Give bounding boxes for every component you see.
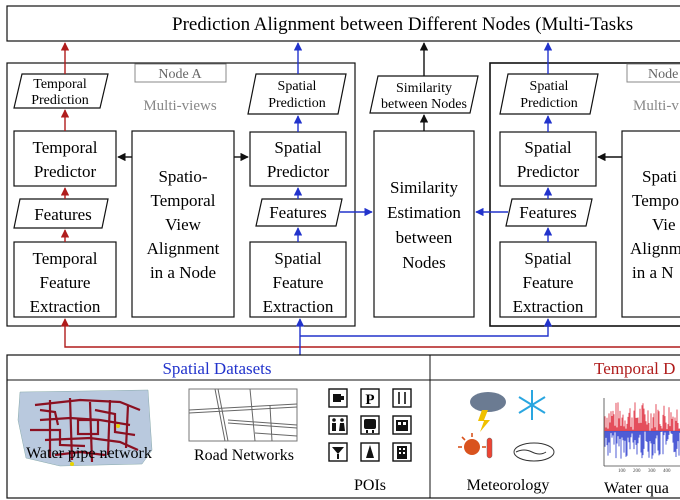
storm-cloud-icon bbox=[470, 392, 506, 432]
road-networks-label: Road Networks bbox=[194, 447, 294, 464]
node-b-spatial-prediction-line1: Spatial bbox=[530, 79, 569, 94]
node-b-view-alignment-box bbox=[621, 130, 680, 318]
building-icon bbox=[397, 446, 407, 459]
temporal-prediction-line2: Prediction bbox=[31, 93, 89, 108]
shop-icon bbox=[396, 420, 408, 431]
water-quality-image: 100 200 300 400 bbox=[603, 398, 680, 474]
spatial-predictor-line2: Predictor bbox=[267, 162, 330, 181]
svg-text:300: 300 bbox=[648, 469, 656, 474]
similarity-column: Similarity between Nodes Similarity Esti… bbox=[369, 75, 479, 318]
temporal-datasets-title: Temporal D bbox=[594, 359, 675, 378]
temporal-predictor-box bbox=[13, 130, 117, 187]
snowflake-icon bbox=[518, 390, 546, 420]
alignment-line3: View bbox=[165, 215, 202, 234]
alignment-line4: Alignment bbox=[147, 239, 220, 258]
node-b-alignment-line4: Alignm bbox=[630, 239, 680, 258]
features-right-text: Features bbox=[269, 203, 327, 222]
similarity-between-line1: Similarity bbox=[396, 81, 452, 96]
arrows-node-a bbox=[60, 42, 508, 242]
bar-icon bbox=[332, 447, 344, 459]
node-b-spatial-predictor-line2: Predictor bbox=[517, 162, 580, 181]
similarity-estimation-box bbox=[373, 130, 475, 318]
data-flow-lines bbox=[60, 318, 680, 360]
water-pipe-network-label: Water pipe network bbox=[26, 445, 152, 462]
spatial-datasets-title: Spatial Datasets bbox=[162, 359, 271, 378]
spatial-prediction-line1: Spatial bbox=[278, 79, 317, 94]
node-b-label: Node bbox=[648, 67, 678, 82]
similarity-between-line2: between Nodes bbox=[381, 97, 467, 112]
spatial-prediction-line2: Prediction bbox=[268, 96, 326, 111]
wind-icon bbox=[513, 442, 555, 462]
spatial-feature-extraction-box bbox=[249, 241, 347, 318]
node-a-panel: Node A Multi-views Temporal Prediction T… bbox=[6, 62, 356, 327]
alignment-line2: Temporal bbox=[151, 191, 216, 210]
similarity-estimation-line2: Estimation bbox=[387, 203, 461, 222]
arrows-node-b bbox=[543, 42, 622, 242]
temporal-extraction-line2: Feature bbox=[40, 273, 91, 292]
node-b-spatial-feature-extraction-box bbox=[499, 241, 597, 318]
temporal-feature-extraction-box bbox=[13, 241, 117, 318]
node-b-spatial-predictor-box bbox=[499, 131, 597, 187]
restroom-icon bbox=[332, 418, 345, 431]
node-b-alignment-line1: Spati bbox=[642, 167, 677, 186]
poi-icon-grid: P bbox=[328, 388, 412, 462]
svg-text:200: 200 bbox=[633, 469, 641, 474]
spatial-extraction-line2: Feature bbox=[273, 273, 324, 292]
alignment-line1: Spatio- bbox=[158, 167, 207, 186]
alignment-line5: in a Node bbox=[150, 263, 216, 282]
node-b-spatial-extraction-line1: Spatial bbox=[524, 249, 571, 268]
spatial-predictor-line1: Spatial bbox=[274, 138, 321, 157]
similarity-between-nodes-shape bbox=[369, 75, 479, 114]
similarity-estimation-line1: Similarity bbox=[390, 178, 459, 197]
temporal-prediction-line1: Temporal bbox=[33, 77, 87, 92]
parking-icon: P bbox=[365, 392, 374, 408]
features-left-text: Features bbox=[34, 205, 92, 224]
road-networks-image bbox=[188, 388, 298, 442]
node-b-multiviews-label: Multi-v bbox=[633, 98, 679, 114]
prediction-alignment-title: Prediction Alignment between Different N… bbox=[172, 14, 633, 35]
svg-text:100: 100 bbox=[618, 469, 626, 474]
similarity-estimation-line4: Nodes bbox=[402, 253, 445, 272]
svg-text:400: 400 bbox=[663, 469, 671, 474]
node-b-panel: Node Multi-v Spatial Prediction Spatial … bbox=[489, 62, 680, 327]
sun-icon bbox=[458, 433, 493, 459]
node-b-alignment-line3: Vie bbox=[652, 215, 676, 234]
node-a-multiviews-label: Multi-views bbox=[143, 98, 216, 114]
spatial-extraction-line1: Spatial bbox=[274, 249, 321, 268]
node-b-features-text: Features bbox=[519, 203, 577, 222]
temporal-predictor-line2: Predictor bbox=[34, 162, 97, 181]
temporal-extraction-line3: Extraction bbox=[30, 297, 101, 316]
node-b-spatial-prediction-line2: Prediction bbox=[520, 96, 578, 111]
features-left-shape bbox=[13, 198, 109, 229]
meteorology-image bbox=[458, 390, 555, 462]
node-b-spatial-predictor-line1: Spatial bbox=[524, 138, 571, 157]
node-b-features-shape bbox=[505, 198, 593, 227]
spatial-prediction-shape bbox=[247, 73, 347, 115]
view-alignment-box bbox=[131, 130, 235, 318]
features-right-shape bbox=[255, 198, 343, 227]
meteorology-label: Meteorology bbox=[467, 477, 550, 494]
water-pipe-network-image bbox=[17, 389, 153, 467]
node-b-spatial-extraction-line2: Feature bbox=[523, 273, 574, 292]
rocket-icon bbox=[366, 445, 374, 458]
similarity-estimation-line3: between bbox=[396, 228, 453, 247]
pois-label: POIs bbox=[354, 477, 386, 494]
water-quality-label: Water qua bbox=[604, 480, 669, 497]
node-b-spatial-prediction-shape bbox=[499, 73, 599, 115]
temporal-predictor-line1: Temporal bbox=[33, 138, 98, 157]
coffee-icon bbox=[333, 394, 344, 402]
temporal-prediction-shape bbox=[13, 73, 109, 109]
spatial-predictor-box bbox=[249, 131, 347, 187]
temporal-extraction-line1: Temporal bbox=[33, 249, 98, 268]
prediction-alignment-bar: Prediction Alignment between Different N… bbox=[6, 5, 680, 42]
node-b-alignment-line2: Tempo bbox=[632, 191, 679, 210]
node-b-alignment-line5: in a N bbox=[632, 263, 674, 282]
node-b-spatial-extraction-line3: Extraction bbox=[513, 297, 584, 316]
spatial-extraction-line3: Extraction bbox=[263, 297, 334, 316]
node-a-label: Node A bbox=[158, 67, 202, 82]
restaurant-icon bbox=[398, 392, 406, 404]
train-icon bbox=[364, 419, 376, 433]
